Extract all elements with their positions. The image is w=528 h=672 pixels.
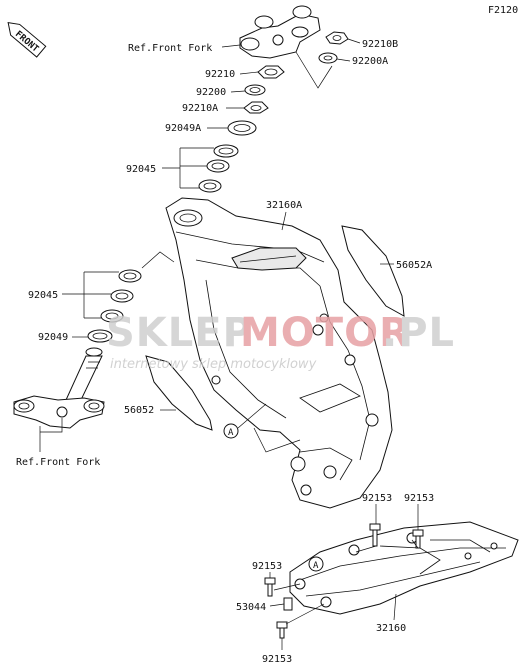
cover-56052 <box>145 355 213 431</box>
figure-code: F2120 <box>488 5 518 16</box>
steering-stem <box>65 347 103 403</box>
label-92200A: 92200A <box>352 56 388 67</box>
label-92200: 92200 <box>196 87 226 98</box>
label-92049: 92049 <box>38 332 68 343</box>
label-56052A: 56052A <box>396 260 432 271</box>
label-92049A: 92049A <box>165 123 201 134</box>
label-ref-front-fork-top: Ref.Front Fork <box>128 43 212 54</box>
bearing-92045-upper-2 <box>206 159 230 173</box>
label-56052: 56052 <box>124 405 154 416</box>
bearing-92045-lower-1 <box>118 269 142 283</box>
label-92045-top: 92045 <box>126 164 156 175</box>
washer-92200 <box>244 84 266 96</box>
bolt-92153-c <box>264 577 276 597</box>
seal-92049A <box>227 120 257 136</box>
nut-92210B <box>325 31 349 45</box>
callout-a-upper-letter: A <box>228 428 234 438</box>
watermark-tagline: internetowy sklep motocyklowy <box>110 357 317 372</box>
seal-92049 <box>87 329 113 343</box>
label-92153-c: 92153 <box>252 561 282 572</box>
label-92045-bottom: 92045 <box>28 290 58 301</box>
label-53044: 53044 <box>236 602 266 613</box>
nut-92210 <box>257 65 285 79</box>
label-92210B: 92210B <box>362 39 398 50</box>
sub-frame-32160 <box>289 521 519 615</box>
label-92153-d: 92153 <box>262 654 292 665</box>
bolt-92153-d <box>276 621 288 639</box>
main-frame-32160A <box>165 197 393 509</box>
bearing-92045-lower-2 <box>110 289 134 303</box>
callout-a-lower: A <box>308 556 324 572</box>
label-92153-a: 92153 <box>362 493 392 504</box>
label-92153-b: 92153 <box>404 493 434 504</box>
upper-triple-clamp <box>239 5 321 59</box>
watermark: SKLEP MOTOR .PL internetowy sklep motocy… <box>106 310 455 372</box>
collar-53044 <box>283 597 293 611</box>
lower-triple-clamp <box>13 395 105 429</box>
label-32160: 32160 <box>376 623 406 634</box>
watermark-brand-right: MOTOR <box>240 310 411 356</box>
label-92210: 92210 <box>205 69 235 80</box>
label-32160A: 32160A <box>266 200 302 211</box>
bearing-92045-upper-3 <box>198 179 222 193</box>
callout-a-lower-letter: A <box>313 561 319 571</box>
bearing-92045-upper-1 <box>213 144 239 158</box>
label-ref-front-fork-bottom: Ref.Front Fork <box>16 457 100 468</box>
front-direction-tag: FRONT <box>7 21 47 58</box>
watermark-brand-left: SKLEP <box>106 310 253 356</box>
watermark-brand-tld: .PL <box>382 310 455 356</box>
cover-56052A <box>341 225 405 317</box>
callout-a-upper: A <box>223 403 267 439</box>
washer-92200A <box>318 52 338 64</box>
label-92210A: 92210A <box>182 103 218 114</box>
nut-92210A <box>243 101 269 114</box>
bearing-92045-lower-3 <box>100 309 124 323</box>
